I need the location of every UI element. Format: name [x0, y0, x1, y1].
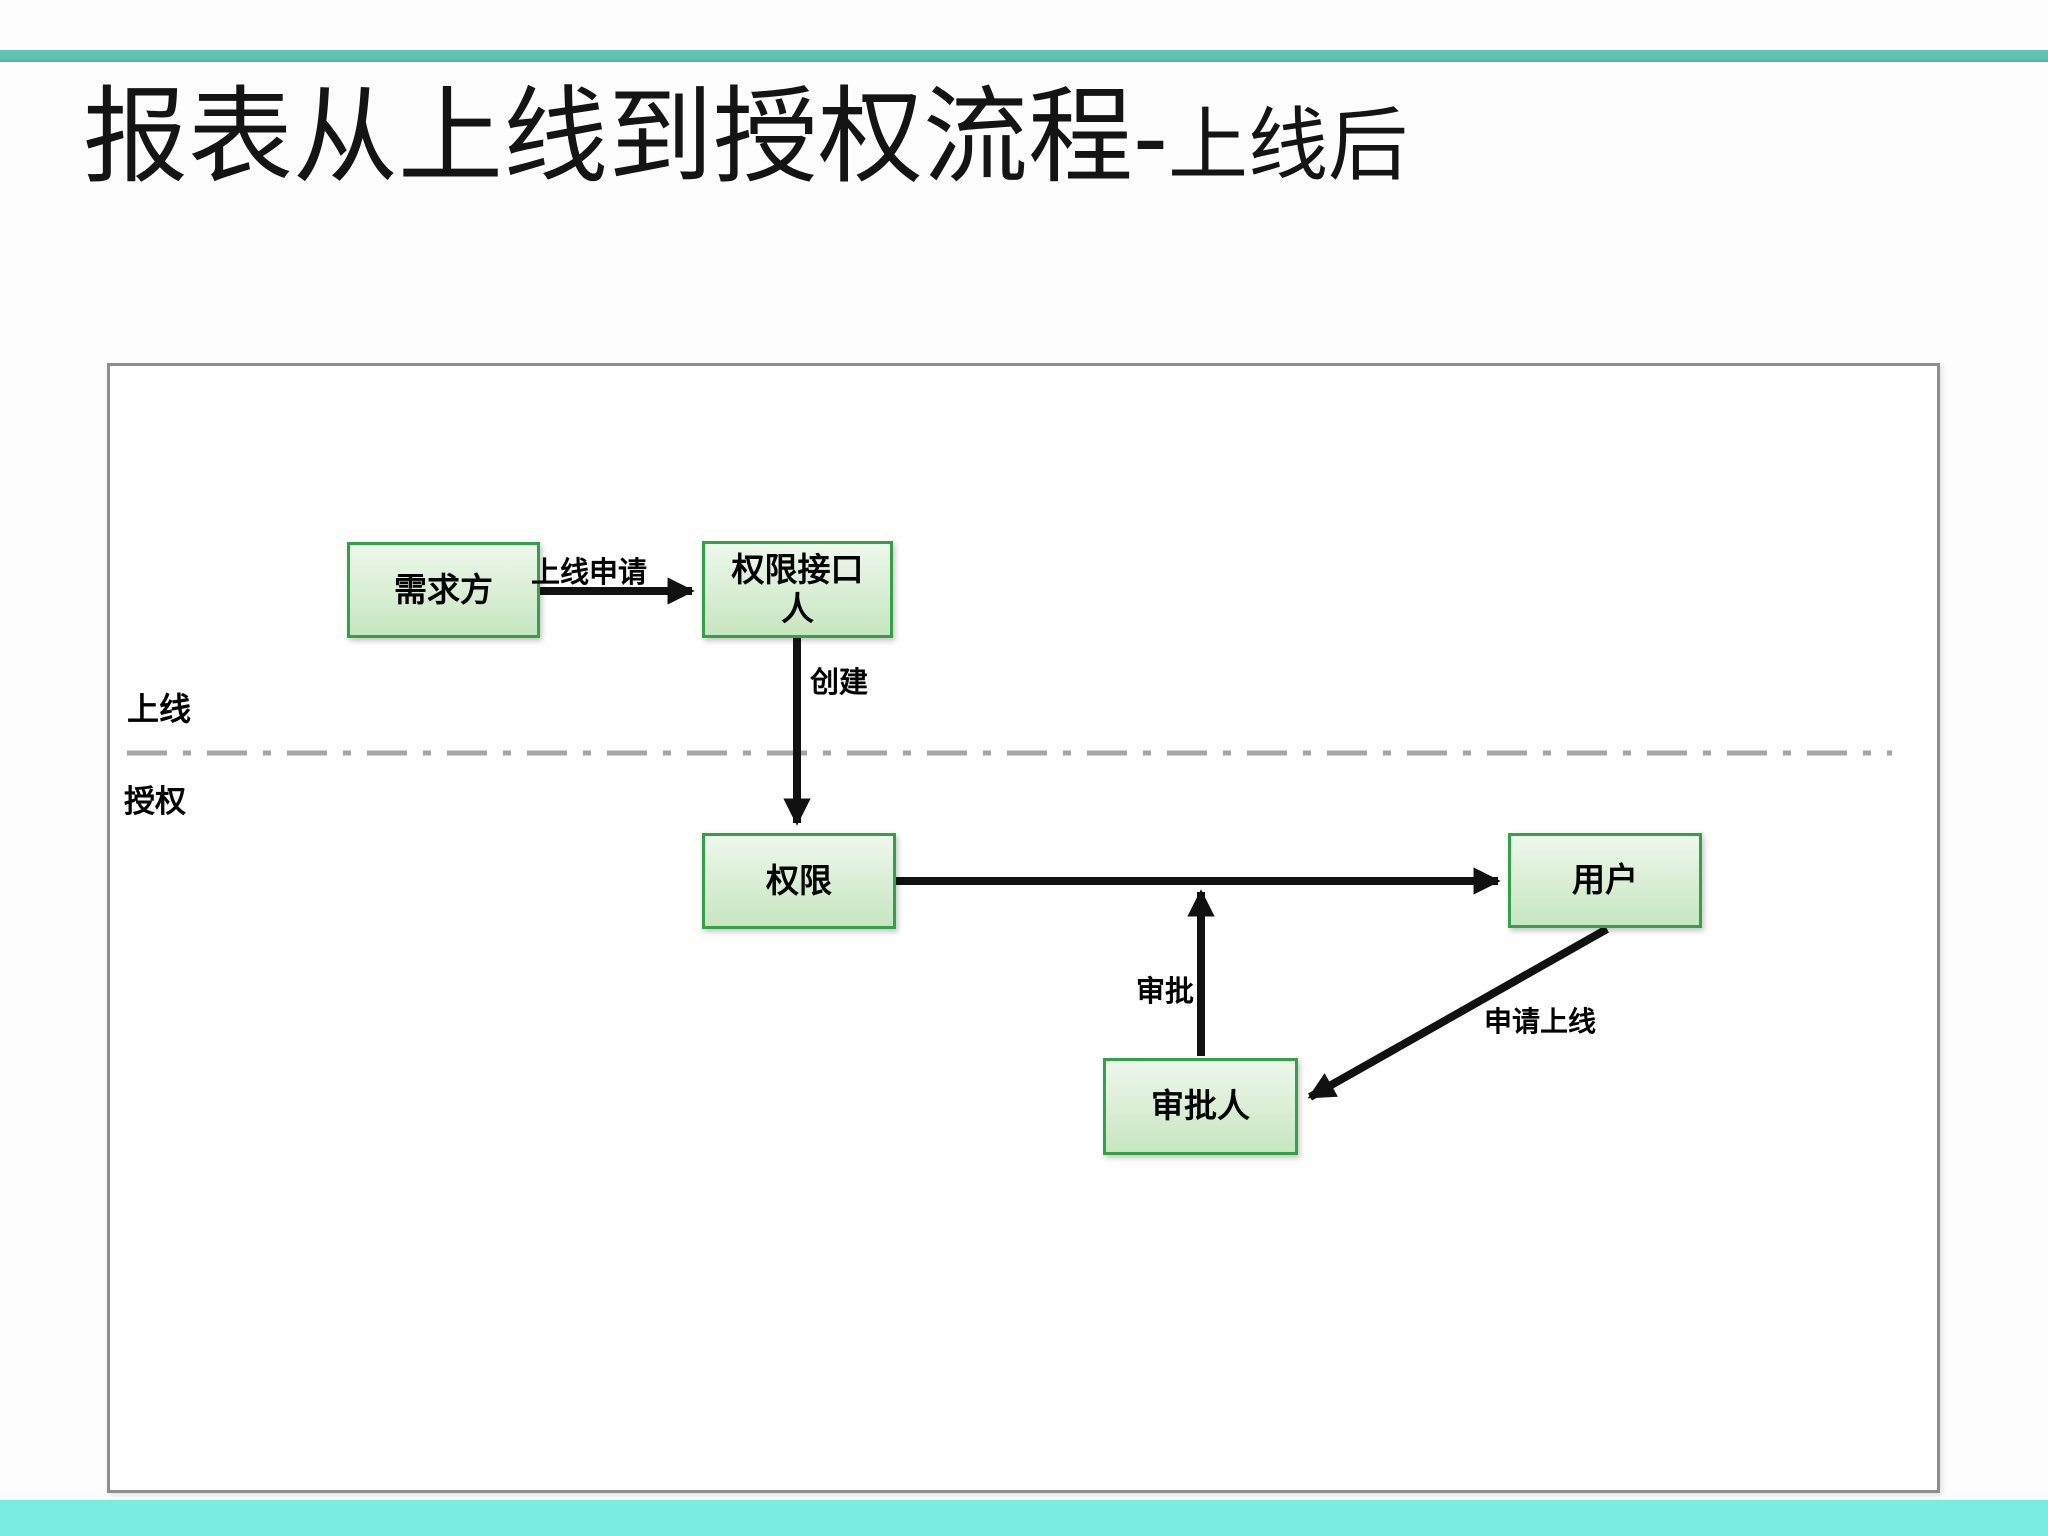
top-accent-bar — [0, 50, 2048, 62]
node-approver-label: 审批人 — [1151, 1087, 1250, 1125]
node-permission-interface: 权限接口 人 — [702, 541, 893, 638]
node-demand-label: 需求方 — [394, 570, 493, 608]
slide-title: 报表从上线到授权流程-上线后 — [83, 78, 1408, 199]
lane-label-online: 上线 — [127, 691, 192, 727]
lane-label-authorize: 授权 — [124, 784, 186, 819]
node-permission-label: 权限 — [766, 861, 832, 899]
node-permission-interface-label-line1: 权限接口 — [731, 550, 864, 588]
node-permission: 权限 — [702, 833, 896, 929]
edge-label-online-apply: 上线申请 — [531, 557, 648, 589]
edge-label-approve: 审批 — [1136, 976, 1195, 1008]
diagram-frame — [107, 363, 1940, 1493]
node-approver: 审批人 — [1103, 1058, 1298, 1155]
slide-title-suffix: 上线后 — [1167, 101, 1408, 190]
node-demand: 需求方 — [347, 542, 540, 638]
node-user: 用户 — [1508, 833, 1702, 928]
node-permission-interface-label-line2: 人 — [781, 589, 814, 627]
edge-label-create: 创建 — [810, 667, 869, 699]
bottom-accent-bar — [0, 1500, 2048, 1536]
edge-label-apply-online: 申请上线 — [1484, 1006, 1597, 1037]
slide-title-main: 报表从上线到授权流程- — [83, 79, 1168, 196]
node-user-label: 用户 — [1572, 861, 1638, 899]
